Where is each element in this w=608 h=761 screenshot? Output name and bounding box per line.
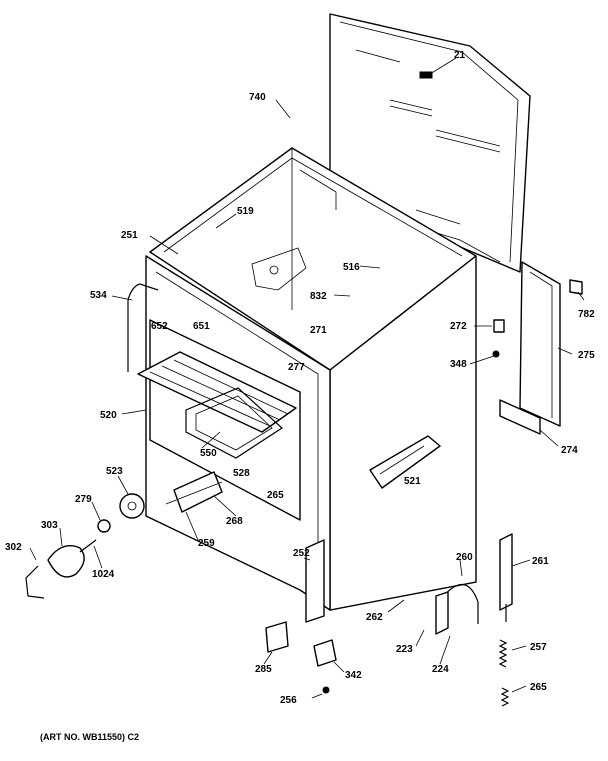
callout-224: 224 <box>432 664 449 675</box>
callout-520: 520 <box>100 410 117 421</box>
right-side-parts <box>492 261 583 435</box>
callout-277: 277 <box>288 362 305 373</box>
callout-21: 21 <box>454 50 466 61</box>
callout-274: 274 <box>561 445 578 456</box>
callout-275: 275 <box>578 350 595 361</box>
callout-272: 272 <box>450 321 467 332</box>
callout-550: 550 <box>200 448 217 459</box>
callout-519: 519 <box>237 206 254 217</box>
callout-740: 740 <box>249 92 266 103</box>
callout-523: 523 <box>106 466 123 477</box>
callout-528: 528 <box>233 468 250 479</box>
callout-271: 271 <box>310 325 327 336</box>
callout-257: 257 <box>530 642 547 653</box>
callout-348: 348 <box>450 359 467 370</box>
callout-303: 303 <box>41 520 58 531</box>
callout-261: 261 <box>532 556 549 567</box>
callout-279: 279 <box>75 494 92 505</box>
callout-516: 516 <box>343 262 360 273</box>
callout-651: 651 <box>193 321 210 332</box>
callout-268: 268 <box>226 516 243 527</box>
callout-285: 285 <box>255 664 272 675</box>
callout-782: 782 <box>578 309 595 320</box>
callout-259: 259 <box>198 538 215 549</box>
callout-223: 223 <box>396 644 413 655</box>
callout-1024: 1024 <box>92 569 115 580</box>
callout-251: 251 <box>121 230 138 241</box>
art-number-caption: (ART NO. WB11550) C2 <box>40 732 139 742</box>
knob-assembly <box>25 493 145 599</box>
callout-342: 342 <box>345 670 362 681</box>
callout-252: 252 <box>293 548 310 559</box>
callout-521: 521 <box>404 476 421 487</box>
callout-265-lower: 265 <box>530 682 547 693</box>
callout-256: 256 <box>280 695 297 706</box>
callout-labels: 21 740 519 251 516 534 832 782 652 651 2… <box>5 50 595 706</box>
callout-832: 832 <box>310 291 327 302</box>
oven-interior <box>137 319 301 521</box>
range-cabinet <box>145 147 477 611</box>
callout-260: 260 <box>456 552 473 563</box>
callout-265-upper: 265 <box>267 490 284 501</box>
door-seal-part-534 <box>127 283 159 372</box>
callout-652: 652 <box>151 321 168 332</box>
leader-lines <box>29 57 585 699</box>
hinge-parts <box>265 533 513 707</box>
callout-534: 534 <box>90 290 107 301</box>
callout-262: 262 <box>366 612 383 623</box>
callout-302: 302 <box>5 542 22 553</box>
